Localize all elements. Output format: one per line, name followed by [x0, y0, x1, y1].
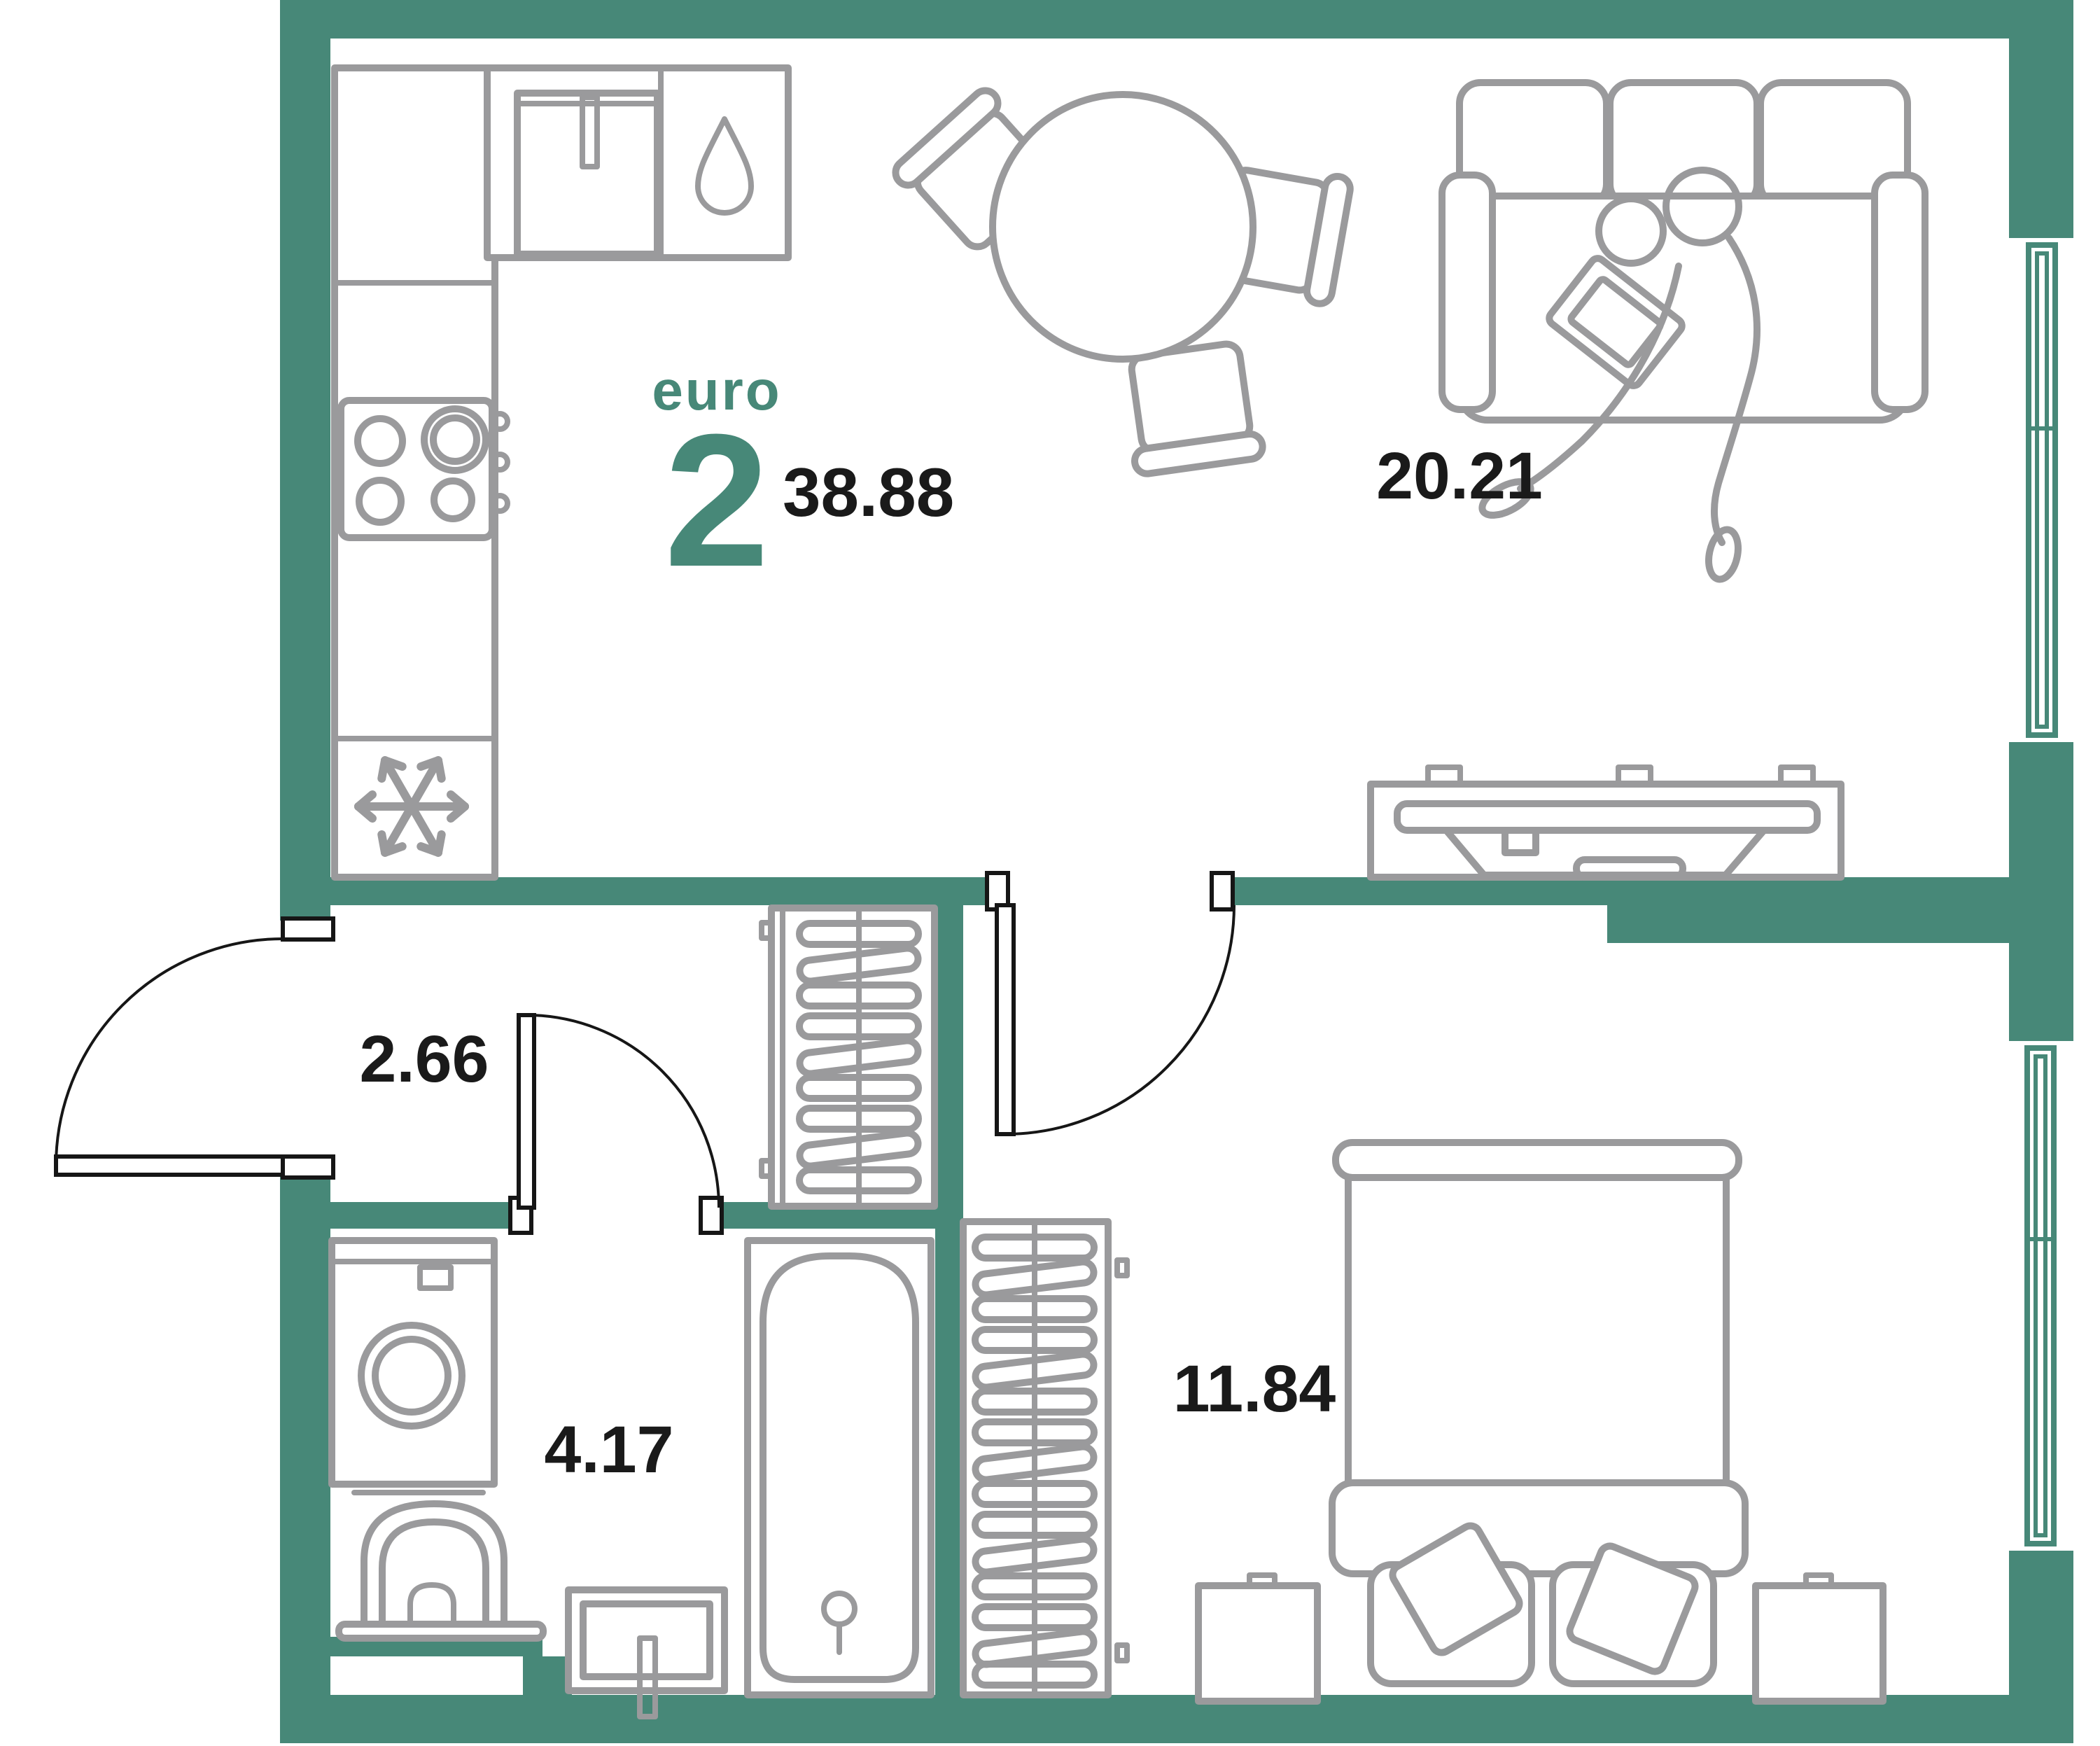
- entrance-door-swing-arc: [55, 937, 284, 1166]
- bed-mattress: [1345, 1174, 1730, 1489]
- person-head: [1595, 195, 1667, 267]
- wall-left-upper: [280, 0, 330, 921]
- wall-left-lower: [280, 1176, 330, 1743]
- sofa-armrest-left: [1438, 172, 1496, 413]
- entrance-door-leaf: [54, 1154, 285, 1177]
- windows: [2024, 242, 2058, 1546]
- stove-knob: [489, 493, 510, 514]
- bedroom-door-swing-arc: [1004, 905, 1236, 1136]
- room-label-bathroom: 4.17: [545, 1413, 674, 1487]
- person-foot: [1478, 478, 1534, 519]
- bathroom-sink: [565, 1586, 728, 1719]
- bedroom: [960, 1139, 1886, 1705]
- wall-shaft-side: [523, 1656, 572, 1695]
- bedroom-wardrobe: [960, 1218, 1130, 1698]
- bathroom-door: [508, 1013, 724, 1235]
- wall-living-bedroom-right: [1607, 877, 2009, 943]
- sofa-armrest-right: [1871, 172, 1928, 413]
- people-on-sofa: [1478, 167, 1760, 583]
- bed-footboard: [1332, 1139, 1742, 1181]
- kitchen-stove: [337, 397, 510, 541]
- bed-cushion: [1566, 1542, 1699, 1675]
- doors: [54, 871, 1236, 1235]
- sofa-seat: [1456, 193, 1911, 424]
- entrance-door: [54, 916, 335, 1180]
- water-drop-icon: [695, 116, 754, 216]
- wardrobe-hinge: [1114, 1257, 1130, 1278]
- bed-cushion: [1389, 1522, 1523, 1656]
- toilet-base: [335, 1621, 547, 1642]
- bedroom-door-leaf: [995, 903, 1016, 1136]
- kitchen-sink: [514, 90, 661, 258]
- bathtub-drain: [821, 1591, 858, 1627]
- sofa: [1438, 79, 1928, 583]
- wall-top: [280, 0, 2073, 39]
- wall-right-upper: [2009, 0, 2073, 238]
- entrance-door-jamb-bottom: [281, 1154, 335, 1180]
- nightstand-right: [1752, 1572, 1886, 1705]
- bedroom-door: [985, 871, 1236, 1136]
- kitchen-counter-top: [484, 64, 792, 261]
- window-bedroom: [2024, 1045, 2057, 1546]
- dining-table: [989, 91, 1256, 363]
- labels: euro 2 38.88 20.21 2.66 4.17 11.84: [360, 359, 1543, 1487]
- hallway: [759, 905, 938, 1210]
- nightstand-left: [1195, 1572, 1321, 1705]
- entrance-door-jamb-top: [281, 916, 335, 942]
- sink-tap: [637, 1635, 658, 1719]
- bathroom-door-leaf: [517, 1013, 536, 1210]
- bathtub: [744, 1237, 934, 1698]
- hall-closet: [759, 905, 938, 1210]
- washing-machine: [328, 1237, 498, 1495]
- tv-base: [1443, 827, 1768, 879]
- wall-living-bedroom-left: [1233, 877, 1610, 905]
- wall-bathroom-top-left: [322, 1202, 513, 1229]
- washer-control: [417, 1264, 454, 1291]
- unit-total-area: 38.88: [783, 454, 954, 531]
- laptop-screen: [1567, 276, 1664, 368]
- wardrobe-hinge: [1114, 1642, 1130, 1663]
- toilet: [335, 1500, 547, 1642]
- person-foot: [1705, 526, 1742, 583]
- closet-hinge: [759, 920, 774, 941]
- room-label-hallway: 2.66: [360, 1022, 489, 1096]
- closet-hinge: [759, 1158, 774, 1179]
- unit-rooms-number: 2: [664, 396, 769, 606]
- bed: [1329, 1139, 1749, 1687]
- bedroom-door-jamb-right: [1210, 871, 1235, 912]
- washer-drum: [358, 1322, 465, 1430]
- tv-console: [1367, 764, 1844, 881]
- kitchen-counter-left: [331, 64, 498, 881]
- stove-knob: [489, 411, 510, 432]
- bathroom: [328, 1237, 934, 1719]
- kitchen: [331, 64, 792, 881]
- wall-hall-bedroom-divider: [935, 905, 963, 1695]
- dining-table-set: [890, 85, 1352, 475]
- room-label-living-kitchen: 20.21: [1376, 439, 1543, 513]
- wall-kitchen-hall: [322, 877, 988, 905]
- stove-knob: [489, 452, 510, 473]
- living-room: [890, 79, 1928, 881]
- bed-headboard: [1329, 1479, 1749, 1577]
- sink-faucet: [580, 95, 600, 169]
- window-living-room: [2026, 242, 2058, 738]
- bathroom-door-swing-arc: [526, 1014, 720, 1208]
- wall-right-middle: [2009, 742, 2073, 1041]
- room-label-bedroom: 11.84: [1173, 1352, 1336, 1426]
- person-head: [1662, 167, 1742, 246]
- wall-right-lower: [2009, 1551, 2073, 1743]
- unit-type-label: euro: [652, 359, 781, 421]
- laptop: [1546, 255, 1686, 389]
